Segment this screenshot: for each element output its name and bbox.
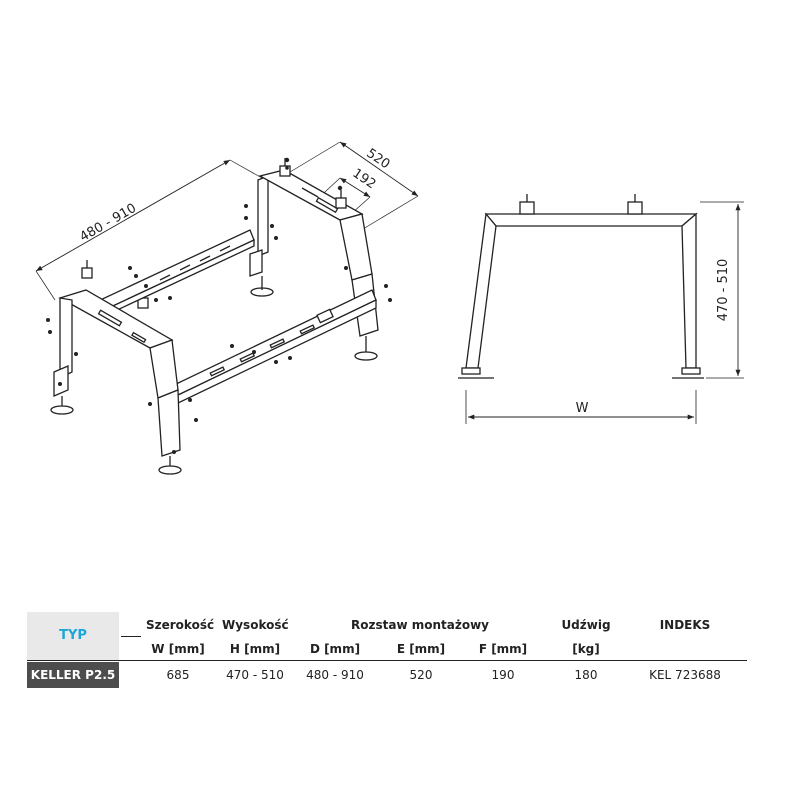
back-top-frame [258, 169, 373, 281]
header-rule [121, 636, 141, 637]
technical-drawing: 480 - 910 520 192 W 470 - 510 [35, 141, 744, 475]
value-w: 685 [166, 668, 190, 682]
back-left-leg [249, 175, 274, 297]
unit-e: E [mm] [396, 642, 446, 656]
front-view-right-leg [681, 212, 697, 369]
unit-kg: [kg] [572, 642, 600, 656]
value-h: 470 - 510 [226, 668, 284, 682]
typ-header-label: TYP [59, 628, 87, 643]
mounting-pegs [81, 158, 347, 309]
unit-d: D [mm] [309, 642, 361, 656]
header-index: INDEKS [659, 618, 711, 632]
isometric-frame-view [35, 141, 419, 475]
typ-header-cell [27, 612, 119, 660]
h-range-label: 470 - 510 [716, 259, 731, 322]
table-separator [27, 660, 747, 661]
dimension-w [465, 390, 697, 424]
screws [46, 157, 392, 454]
front-view [458, 194, 744, 424]
unit-h: H [mm] [229, 642, 281, 656]
header-width: Szerokość [146, 618, 215, 632]
front-rail [171, 289, 377, 406]
header-mounting-spacing: Rozstaw montażowy [351, 618, 489, 632]
header-load-capacity: Udźwig [561, 618, 611, 632]
value-d: 480 - 910 [306, 668, 364, 682]
value-f: 190 [491, 668, 515, 682]
front-left-frame [50, 289, 179, 415]
dimension-h [700, 201, 744, 379]
model-label: KELLER P2.5 [30, 668, 116, 682]
unit-w: W [mm] [151, 642, 205, 656]
value-index: KEL 723688 [649, 668, 721, 682]
header-height: Wysokość [222, 618, 289, 632]
unit-f: F [mm] [478, 642, 528, 656]
f-value-label: 192 [349, 166, 378, 192]
value-kg: 180 [574, 668, 598, 682]
value-e: 520 [409, 668, 433, 682]
model-cell [27, 662, 119, 688]
front-view-left-leg [465, 212, 497, 369]
d-range-label: 480 - 910 [77, 201, 139, 245]
w-label: W [576, 401, 589, 416]
back-rail [95, 229, 255, 320]
dimension-d [35, 159, 263, 301]
front-view-frame [484, 213, 698, 227]
front-right-leg [157, 389, 182, 475]
